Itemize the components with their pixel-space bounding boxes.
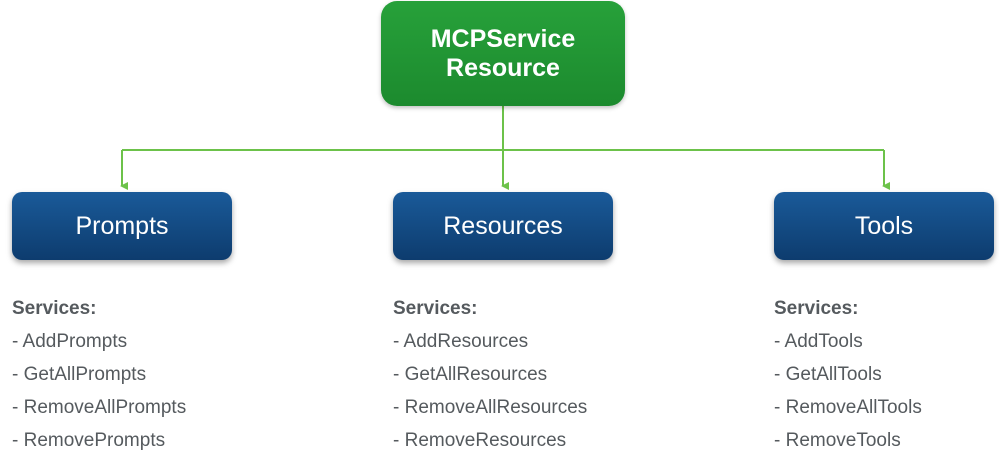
prompts-service-list: Services: - AddPrompts - GetAllPrompts -…	[12, 296, 186, 461]
root-node-mcpservice-resource: MCPService Resource	[381, 1, 625, 106]
node-resources-label: Resources	[443, 211, 563, 240]
service-item: - GetAllResources	[393, 364, 548, 385]
node-tools-label: Tools	[854, 211, 914, 240]
service-item: - GetAllTools	[774, 364, 882, 385]
service-item: - AddPrompts	[12, 331, 128, 352]
node-resources: Resources	[393, 192, 613, 260]
service-item: - RemoveAllResources	[393, 397, 588, 418]
service-item: - RemoveResources	[393, 430, 567, 451]
services-heading: Services:	[774, 298, 859, 319]
service-item: - RemoveTools	[774, 430, 901, 451]
service-item: - RemovePrompts	[12, 430, 166, 451]
service-item: - AddResources	[393, 331, 529, 352]
services-heading: Services:	[393, 298, 478, 319]
node-prompts-label: Prompts	[75, 211, 169, 240]
tools-service-list: Services: - AddTools - GetAllTools - Rem…	[774, 296, 922, 461]
resources-service-list: Services: - AddResources - GetAllResourc…	[393, 296, 587, 461]
root-node-title-line2: Resource	[446, 53, 560, 82]
root-node-title-line1: MCPService	[430, 24, 576, 53]
service-item: - RemoveAllPrompts	[12, 397, 187, 418]
services-heading: Services:	[12, 298, 97, 319]
node-prompts: Prompts	[12, 192, 232, 260]
service-item: - RemoveAllTools	[774, 397, 922, 418]
service-item: - AddTools	[774, 331, 863, 352]
node-tools: Tools	[774, 192, 994, 260]
service-item: - GetAllPrompts	[12, 364, 147, 385]
